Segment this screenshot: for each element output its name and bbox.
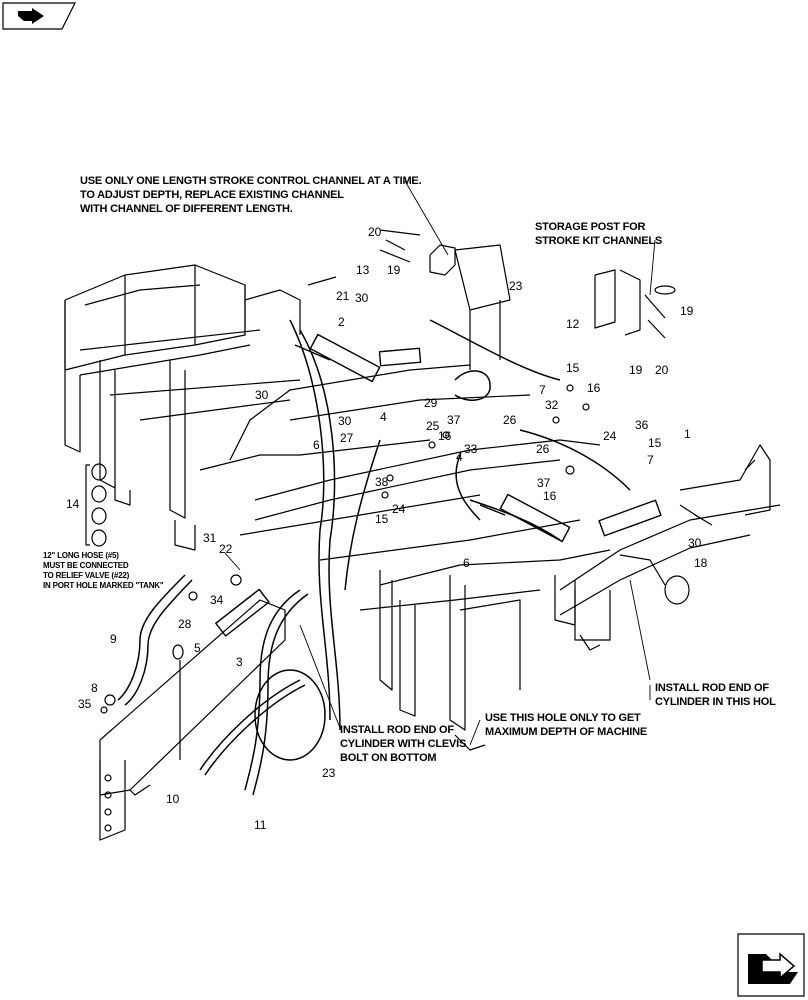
callout: 7 bbox=[647, 453, 654, 467]
callout: 19 bbox=[629, 363, 643, 377]
callout: 10 bbox=[166, 792, 180, 806]
callout: 15 bbox=[566, 361, 580, 375]
callout: 37 bbox=[537, 476, 551, 490]
center-frame bbox=[199, 244, 611, 751]
note-line: TO ADJUST DEPTH, REPLACE EXISTING CHANNE… bbox=[80, 189, 344, 201]
callout: 28 bbox=[178, 617, 192, 631]
callout: 16 bbox=[543, 489, 557, 503]
note-line: INSTALL ROD END OF bbox=[655, 682, 769, 694]
note-hose: 12" LONG HOSE (#5) MUST BE CONNECTED TO … bbox=[43, 551, 164, 591]
callout: 26 bbox=[503, 413, 517, 427]
callout: 19 bbox=[680, 304, 694, 318]
note-line: TO RELIEF VALVE (#22) bbox=[43, 571, 130, 580]
callout: 30 bbox=[355, 291, 369, 305]
callout: 7 bbox=[539, 383, 546, 397]
callout: 38 bbox=[375, 475, 389, 489]
callout: 22 bbox=[219, 542, 233, 556]
callout: 27 bbox=[340, 431, 354, 445]
note-line: USE ONLY ONE LENGTH STROKE CONTROL CHANN… bbox=[80, 175, 422, 187]
callout: 20 bbox=[368, 225, 382, 239]
callout: 1 bbox=[684, 427, 691, 441]
note-clevis: INSTALL ROD END OF CYLINDER WITH CLEVIS … bbox=[340, 723, 466, 765]
callout: 23 bbox=[509, 279, 523, 293]
hitch-tongue bbox=[99, 599, 286, 841]
note-line: CYLINDER WITH CLEVIS bbox=[340, 738, 467, 750]
callout: 20 bbox=[655, 363, 669, 377]
hoses bbox=[117, 319, 631, 796]
callout: 30 bbox=[255, 388, 269, 402]
note-line: MAXIMUM DEPTH OF MACHINE bbox=[485, 726, 648, 738]
callout: 11 bbox=[254, 818, 267, 832]
callout: 3 bbox=[236, 655, 243, 669]
next-page-button[interactable] bbox=[736, 932, 805, 997]
note-line: BOLT ON BOTTOM bbox=[340, 752, 437, 764]
callout: 4 bbox=[456, 450, 463, 464]
callout: 34 bbox=[210, 593, 224, 607]
note-rod-end: INSTALL ROD END OF CYLINDER IN THIS HOL bbox=[655, 681, 776, 709]
callout: 9 bbox=[110, 632, 117, 646]
callout: 21 bbox=[336, 289, 350, 303]
note-line: STROKE KIT CHANNELS bbox=[535, 235, 662, 247]
prev-page-button[interactable] bbox=[2, 2, 76, 30]
callout: 15 bbox=[648, 436, 662, 450]
callout: 30 bbox=[338, 414, 352, 428]
leader-lines bbox=[224, 180, 656, 746]
callout: 13 bbox=[356, 263, 370, 277]
note-depth-hole: USE THIS HOLE ONLY TO GET MAXIMUM DEPTH … bbox=[485, 711, 647, 739]
callout: 24 bbox=[392, 502, 406, 516]
callout: 4 bbox=[380, 410, 387, 424]
callout: 5 bbox=[194, 641, 201, 655]
callout: 29 bbox=[424, 396, 438, 410]
callout-labels: 1 2 3 4 4 5 6 6 7 7 8 9 10 11 12 13 14 1… bbox=[66, 225, 708, 832]
hydraulic-cylinders bbox=[215, 333, 662, 637]
note-line: USE THIS HOLE ONLY TO GET bbox=[485, 712, 641, 724]
callout: 35 bbox=[78, 697, 92, 711]
callout: 2 bbox=[338, 315, 345, 329]
note-line: INSTALL ROD END OF bbox=[340, 724, 454, 736]
spacer-stack bbox=[85, 463, 107, 547]
callout: 33 bbox=[464, 442, 478, 456]
note-line: WITH CHANNEL OF DIFFERENT LENGTH. bbox=[80, 203, 293, 215]
note-line: IN PORT HOLE MARKED "TANK" bbox=[43, 581, 164, 590]
stroke-channel bbox=[379, 229, 676, 339]
callout: 26 bbox=[536, 442, 550, 456]
callout: 12 bbox=[566, 317, 580, 331]
callout: 8 bbox=[91, 681, 98, 695]
callout: 6 bbox=[313, 438, 320, 452]
callout: 23 bbox=[322, 766, 336, 780]
callout: 16 bbox=[438, 429, 452, 443]
callout: 14 bbox=[66, 497, 80, 511]
callout: 30 bbox=[688, 536, 702, 550]
callout: 36 bbox=[635, 418, 649, 432]
callout: 16 bbox=[587, 381, 601, 395]
callout: 15 bbox=[375, 512, 389, 526]
note-storage-post: STORAGE POST FOR STROKE KIT CHANNELS bbox=[535, 220, 662, 248]
callout: 24 bbox=[603, 429, 617, 443]
note-stroke-control: USE ONLY ONE LENGTH STROKE CONTROL CHANN… bbox=[80, 174, 422, 216]
note-line: CYLINDER IN THIS HOL bbox=[655, 696, 776, 708]
callout: 19 bbox=[387, 263, 401, 277]
small-parts bbox=[100, 239, 713, 714]
callout: 18 bbox=[694, 556, 708, 570]
note-line: STORAGE POST FOR bbox=[535, 221, 646, 233]
callout: 31 bbox=[203, 531, 217, 545]
note-line: 12" LONG HOSE (#5) bbox=[43, 551, 119, 560]
next-page-arrow-icon bbox=[737, 933, 805, 997]
prev-page-arrow-icon bbox=[2, 2, 76, 30]
callout: 6 bbox=[463, 556, 470, 570]
callout: 37 bbox=[447, 413, 461, 427]
note-line: MUST BE CONNECTED bbox=[43, 561, 129, 570]
callout: 25 bbox=[426, 419, 440, 433]
right-frame bbox=[559, 444, 781, 651]
left-frame bbox=[64, 264, 301, 551]
callout: 32 bbox=[545, 398, 559, 412]
